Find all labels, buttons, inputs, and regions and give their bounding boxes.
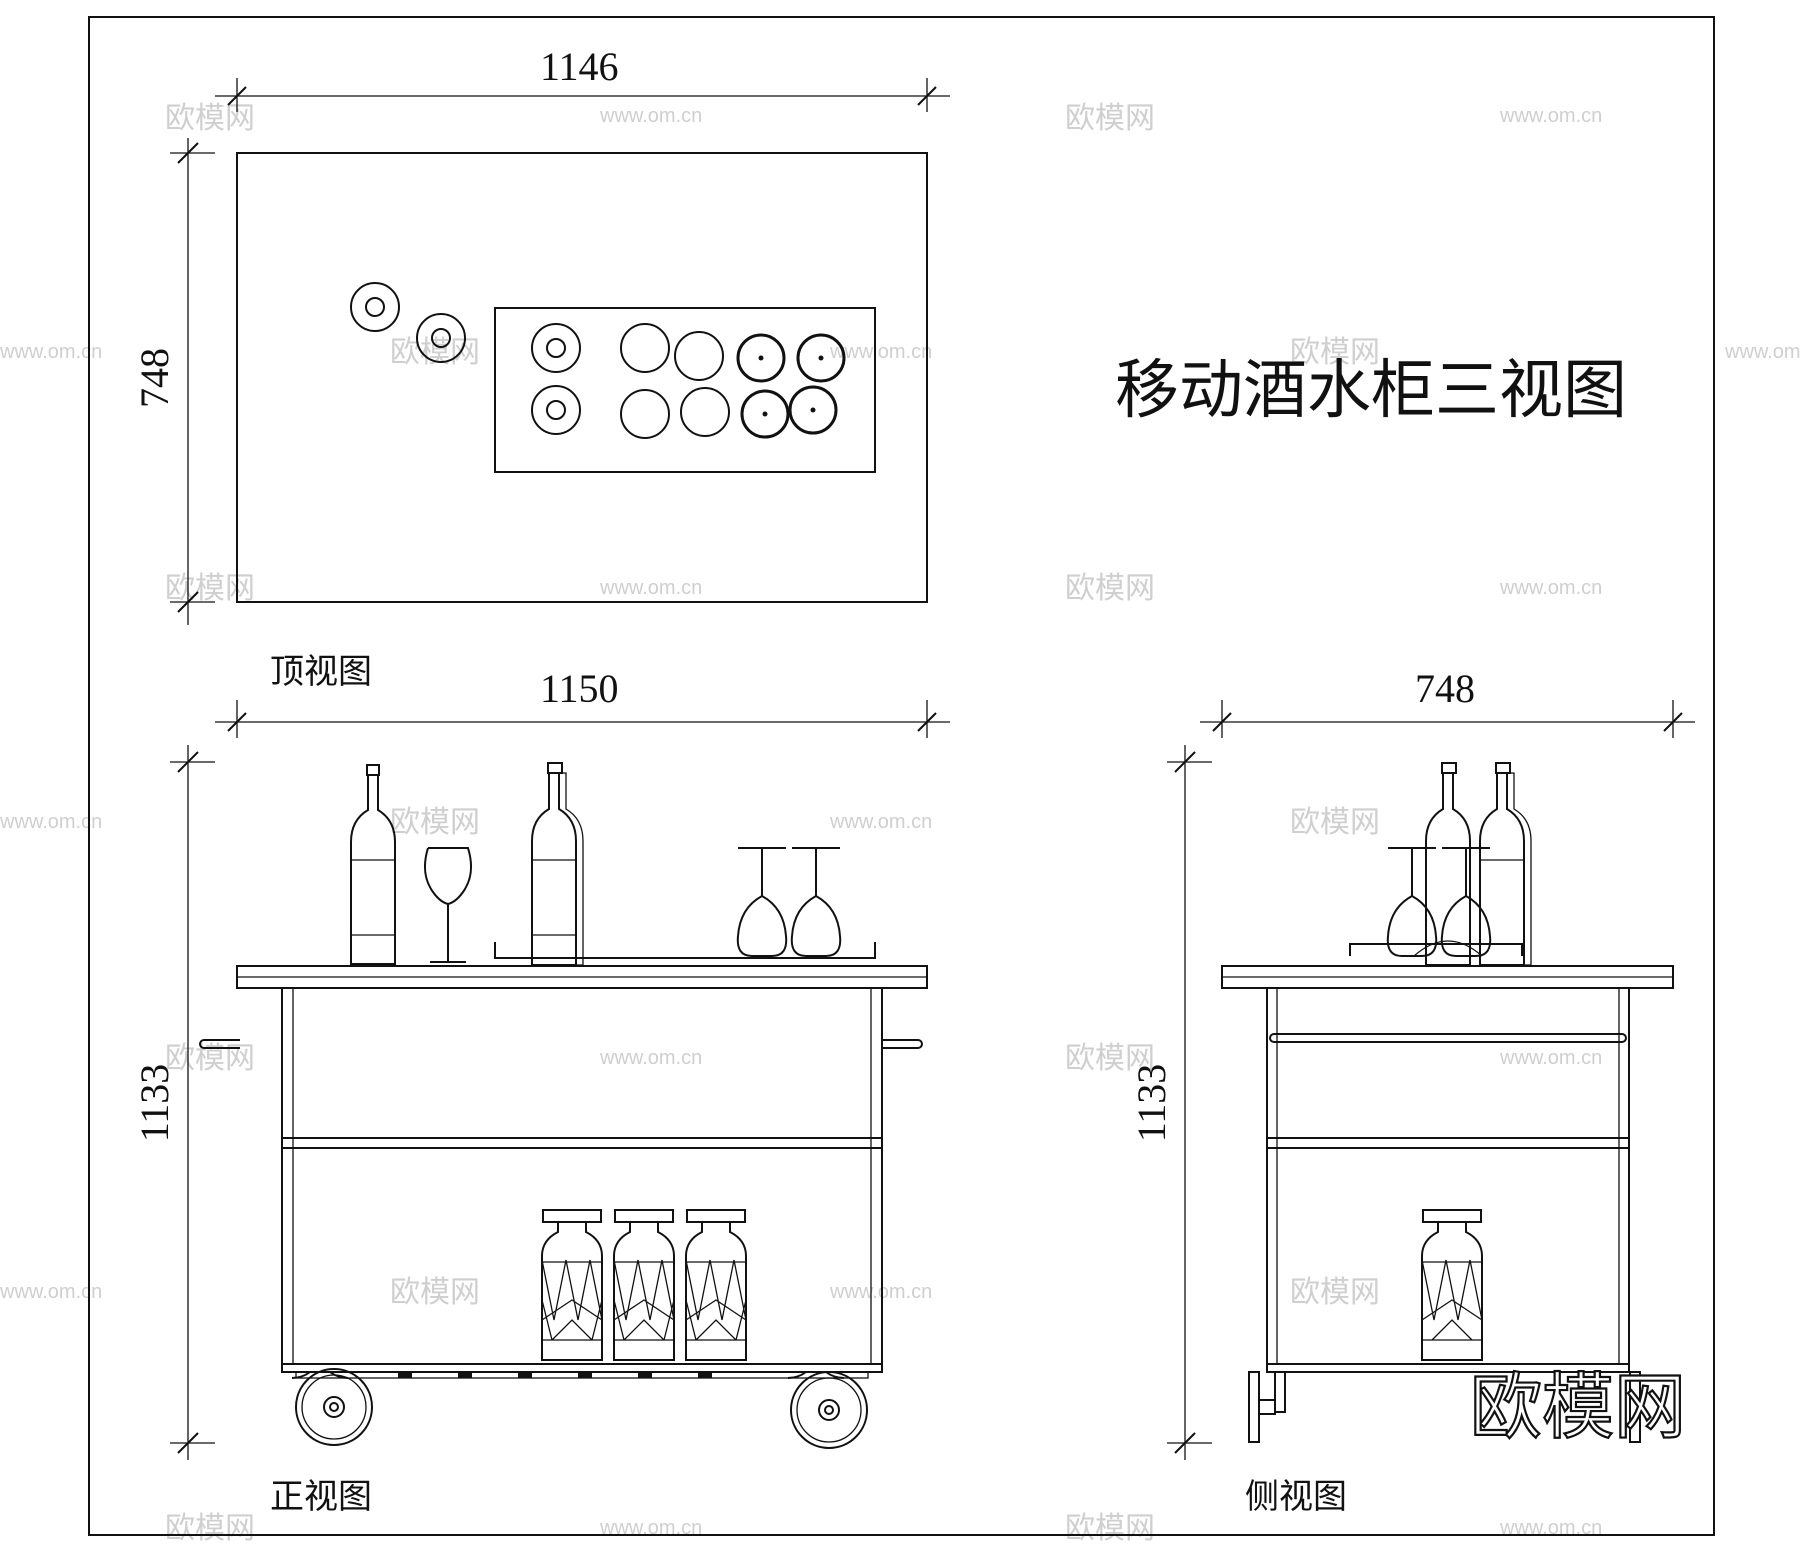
watermark-text: 欧模网: [1290, 1275, 1380, 1310]
top-width-dimension: 1146: [215, 44, 950, 112]
watermark-layer: 欧模网 www.om.cn 欧模网 www.om.cn 欧模网 www.om.c…: [0, 101, 1800, 1546]
watermark-url: www.om.cn: [599, 105, 702, 127]
wine-bottle: [1479, 762, 1532, 966]
decanter: [613, 1209, 675, 1361]
handle-left: [199, 1039, 240, 1049]
wine-bottle: [1425, 762, 1471, 966]
watermark-url: www.om.cn: [1724, 341, 1800, 363]
watermark-url: www.om.cn: [0, 341, 102, 363]
front-frame: [281, 987, 883, 1379]
wine-bottle: [350, 764, 396, 965]
watermark-text: 欧模网: [165, 1511, 255, 1546]
side-view: 748 1133: [1129, 666, 1695, 1517]
top-view: 1146 748: [132, 44, 950, 692]
watermark-text: 欧模网: [165, 571, 255, 606]
front-width-dimension: 1150: [215, 666, 950, 738]
wine-bottle: [531, 762, 584, 966]
top-depth-dim-text: 748: [132, 348, 177, 408]
watermark-url: www.om.cn: [599, 577, 702, 599]
tray-items-top: [531, 323, 846, 439]
watermark-text: 欧模网: [390, 335, 480, 370]
watermark-url: www.om.cn: [829, 811, 932, 833]
watermark-text: 欧模网: [165, 101, 255, 136]
watermark-url: www.om.cn: [599, 1047, 702, 1069]
watermark-text: 欧模网: [1065, 571, 1155, 606]
front-height-dim-text: 1133: [132, 1064, 177, 1143]
watermark-url: www.om.cn: [1499, 1047, 1602, 1069]
tray-front: [494, 942, 876, 959]
decanter: [685, 1209, 747, 1361]
caster-wheel: [1248, 1371, 1286, 1443]
watermark-text: 欧模网: [165, 1041, 255, 1076]
drawing-title: 移动酒水柜三视图: [1115, 354, 1627, 428]
front-width-dim-text: 1150: [540, 666, 619, 711]
front-view-label: 正视图: [270, 1477, 372, 1517]
sheet-border: [88, 16, 1715, 1536]
decanter: [541, 1209, 603, 1361]
watermark-text: 欧模网: [1065, 1041, 1155, 1076]
watermark-url: www.om.cn: [0, 811, 102, 833]
top-outline: [236, 152, 928, 603]
top-depth-dimension: 748: [132, 138, 215, 625]
side-width-dim-text: 748: [1415, 666, 1475, 711]
watermark-text: 欧模网: [1290, 335, 1380, 370]
watermark-url: www.om.cn: [829, 1281, 932, 1303]
watermark-url: www.om.cn: [1499, 1517, 1602, 1539]
caster-wheel: [291, 1368, 373, 1446]
side-frame: [1266, 987, 1630, 1373]
watermark-text: 欧模网: [390, 1275, 480, 1310]
caster-wheel: [1629, 1371, 1641, 1443]
top-view-label: 顶视图: [270, 652, 372, 692]
wine-glass: [423, 847, 473, 963]
front-height-dimension: 1133: [132, 745, 215, 1460]
inverted-wine-glass: [1386, 847, 1492, 957]
side-height-dimension: 1133: [1129, 745, 1212, 1460]
watermark-text: 欧模网: [390, 805, 480, 840]
front-view: 1150 1133: [132, 666, 950, 1517]
decanter: [1421, 1209, 1483, 1361]
handle-right: [882, 1039, 923, 1049]
side-width-dimension: 748: [1200, 666, 1695, 738]
watermark-large: 欧模网: [1470, 1365, 1686, 1449]
caster-wheel: [787, 1371, 868, 1449]
watermark-url: www.om.cn: [1499, 577, 1602, 599]
watermark-text: 欧模网: [1065, 101, 1155, 136]
side-height-dim-text: 1133: [1129, 1064, 1174, 1143]
side-view-label: 侧视图: [1245, 1477, 1347, 1517]
tray-top: [494, 307, 876, 473]
top-width-dim-text: 1146: [540, 44, 619, 89]
inverted-wine-glass: [736, 847, 842, 957]
watermark-url: www.om.cn: [0, 1281, 102, 1303]
loose-glass-top: [350, 282, 466, 363]
watermark-url: www.om.cn: [829, 341, 932, 363]
watermark-url: www.om.cn: [1499, 105, 1602, 127]
watermark-text: 欧模网: [1065, 1511, 1155, 1546]
watermark-text: 欧模网: [1290, 805, 1380, 840]
watermark-url: www.om.cn: [599, 1517, 702, 1539]
